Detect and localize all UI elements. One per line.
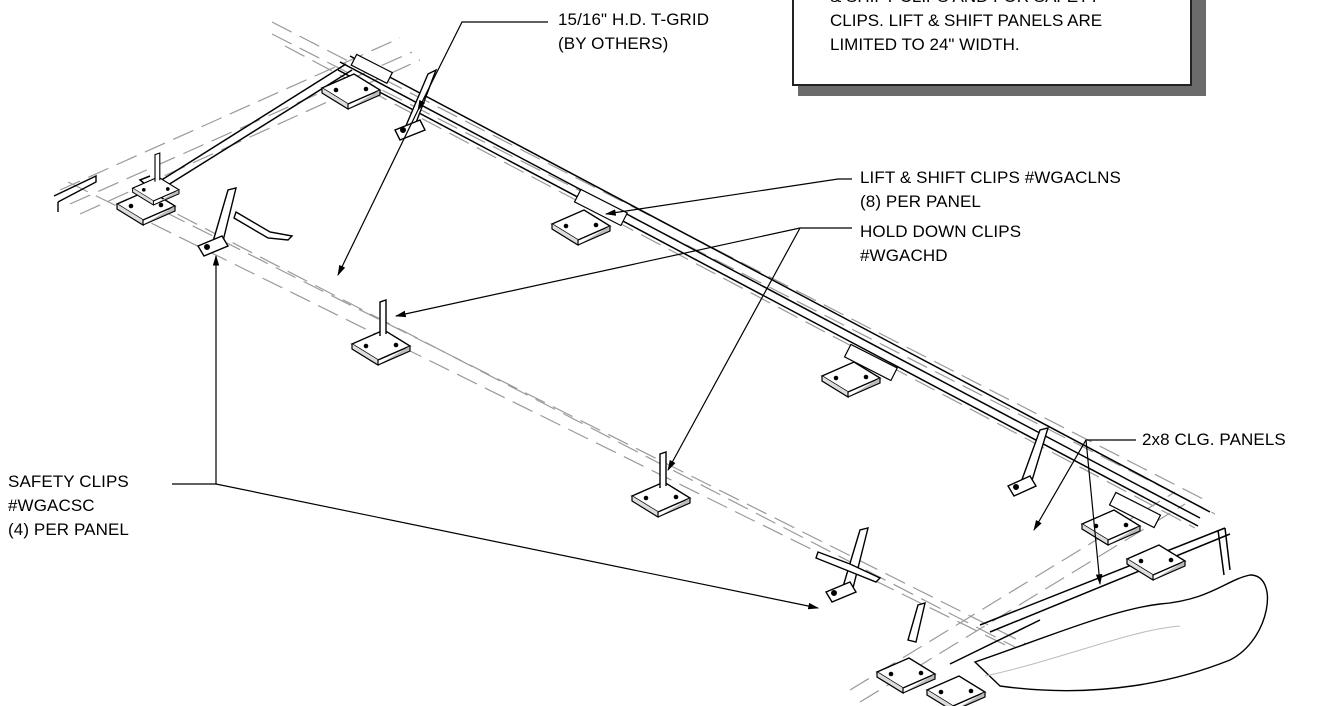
label-hold-down: HOLD DOWN CLIPS #WGACHD bbox=[860, 220, 1021, 268]
label-hold-down-line-2: #WGACHD bbox=[860, 246, 948, 265]
note-text: & SHIFT CLIPS AND FOR SAFETY CLIPS. LIFT… bbox=[830, 0, 1102, 57]
safety-clips bbox=[196, 68, 1050, 643]
label-tgrid-line-2: (BY OTHERS) bbox=[558, 34, 669, 53]
label-safety: SAFETY CLIPS #WGACSC (4) PER PANEL bbox=[8, 470, 129, 542]
label-lift-shift-line-2: (8) PER PANEL bbox=[860, 192, 981, 211]
label-tgrid-line-1: 15/16" H.D. T-GRID bbox=[558, 10, 710, 29]
label-hold-down-line-1: HOLD DOWN CLIPS bbox=[860, 222, 1022, 241]
leader-lines bbox=[172, 21, 1136, 610]
label-safety-line-1: SAFETY CLIPS bbox=[8, 472, 129, 491]
label-safety-line-3: (4) PER PANEL bbox=[8, 520, 129, 539]
note-line-2: CLIPS. LIFT & SHIFT PANELS ARE bbox=[830, 11, 1103, 30]
note-line-3: LIMITED TO 24" WIDTH. bbox=[830, 35, 1020, 54]
label-lift-shift: LIFT & SHIFT CLIPS #WGACLNS (8) PER PANE… bbox=[860, 166, 1121, 214]
label-lift-shift-line-1: LIFT & SHIFT CLIPS #WGACLNS bbox=[860, 168, 1121, 187]
tgrid-members bbox=[138, 55, 1231, 665]
label-tgrid: 15/16" H.D. T-GRID (BY OTHERS) bbox=[558, 8, 709, 56]
note-line-1: & SHIFT CLIPS AND FOR SAFETY bbox=[830, 0, 1102, 9]
note-box: & SHIFT CLIPS AND FOR SAFETY CLIPS. LIFT… bbox=[792, 0, 1192, 86]
lift-shift-clips bbox=[116, 53, 1186, 706]
label-safety-line-2: #WGACSC bbox=[8, 496, 95, 515]
label-panels: 2x8 CLG. PANELS bbox=[1142, 430, 1286, 449]
cross-tee-left bbox=[53, 174, 97, 212]
panel-cut-edge bbox=[973, 574, 1269, 692]
